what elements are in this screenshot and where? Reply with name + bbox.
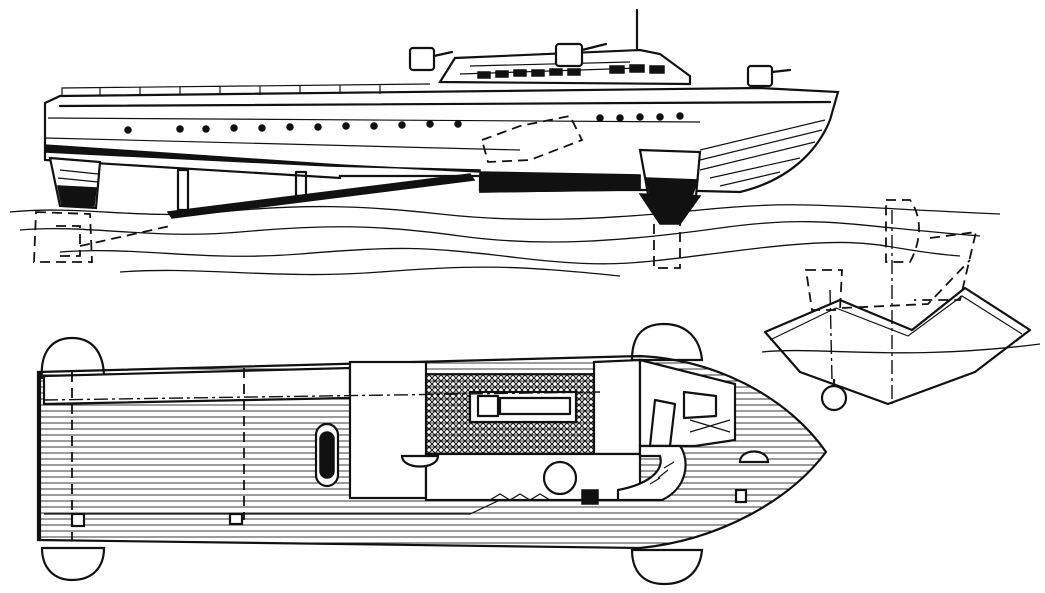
plan-foil-pod-fwd-bottom [630, 548, 704, 586]
aft-foil-strut [33, 156, 102, 263]
plan-wheelhouse [638, 358, 737, 448]
gun-turret-mid [554, 42, 608, 68]
gun-turret-aft [408, 46, 454, 72]
propeller-shaft [166, 173, 476, 219]
plan-mid-structure [348, 360, 428, 500]
plan-bridge-console [616, 444, 687, 502]
gun-turret-fwd [746, 64, 792, 88]
deck-plan-view [36, 322, 828, 586]
front-section-view [761, 199, 1041, 412]
water-surface [9, 204, 1001, 277]
plan-round-hatch [542, 460, 578, 496]
plan-foil-pod-aft-bottom [40, 546, 106, 582]
forward-foil-strut [638, 148, 702, 269]
section-propeller [820, 384, 848, 412]
section-hull [763, 286, 1032, 406]
plan-foil-pod-fwd-top [630, 322, 704, 362]
hull-support-strut [176, 168, 190, 212]
portholes [124, 112, 684, 134]
side-elevation-view [9, 8, 1001, 277]
plan-foil-pod-aft-top [40, 336, 106, 380]
stowed-foil-outline [480, 114, 584, 163]
